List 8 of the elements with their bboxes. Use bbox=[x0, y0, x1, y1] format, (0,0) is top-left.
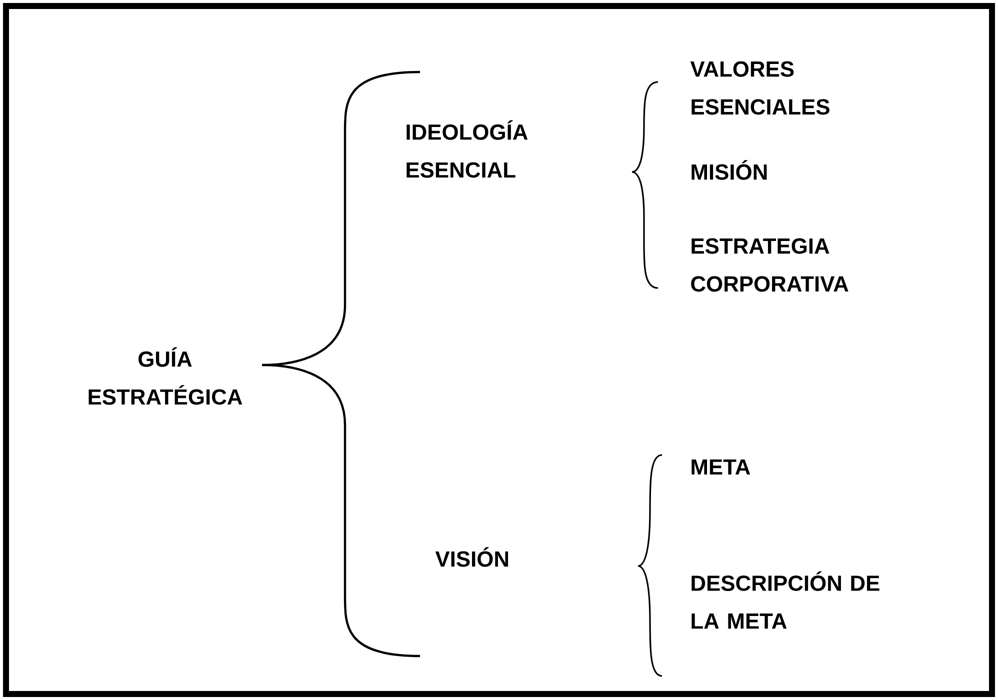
label: VISIÓN bbox=[435, 547, 508, 567]
label: GUÍA ESTRATÉGICA bbox=[88, 347, 242, 405]
label: IDEOLOGÍA ESENCIAL bbox=[406, 120, 528, 178]
label: ESTRATEGIA CORPORATIVA bbox=[691, 238, 848, 292]
label: META bbox=[692, 459, 750, 475]
label: VALORES ESENCIALES bbox=[690, 61, 830, 115]
label: MISIÓN bbox=[692, 160, 767, 180]
label: DESCRIPCIÓN DE LA META bbox=[692, 571, 880, 629]
